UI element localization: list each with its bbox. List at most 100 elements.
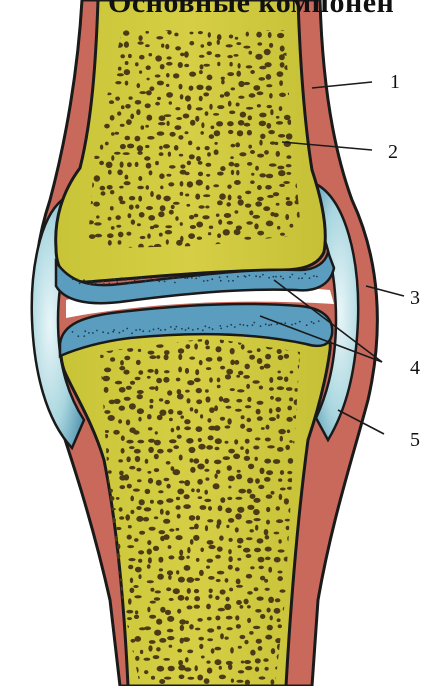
bone-pore xyxy=(257,104,261,107)
bone-pore xyxy=(130,510,134,514)
bone-pore xyxy=(159,173,164,179)
bone-pore xyxy=(187,577,195,583)
bone-pore xyxy=(218,608,225,612)
bone-pore xyxy=(167,390,172,395)
bone-pore xyxy=(228,101,232,107)
bone-pore xyxy=(266,123,271,129)
bone-pore xyxy=(146,90,152,95)
bone-pore xyxy=(128,598,132,604)
cartilage-dot xyxy=(245,276,247,278)
bone-pore xyxy=(226,369,233,375)
bone-pore xyxy=(200,131,204,135)
bone-pore xyxy=(266,507,270,512)
bone-pore xyxy=(194,378,201,382)
bone-pore xyxy=(189,41,194,45)
bone-pore xyxy=(180,222,183,226)
bone-pore xyxy=(265,635,272,640)
bone-pore xyxy=(247,591,253,595)
bone-pore xyxy=(249,210,253,215)
bone-pore xyxy=(264,579,268,583)
bone-pore xyxy=(138,417,141,422)
cartilage-dot xyxy=(92,332,94,334)
bone-pore xyxy=(203,64,210,67)
bone-pore xyxy=(101,667,104,671)
bone-pore xyxy=(126,610,133,614)
bone-pore xyxy=(250,180,255,184)
bone-pore xyxy=(183,114,190,119)
bone-pore xyxy=(245,364,250,370)
bone-pore xyxy=(277,376,283,380)
bone-pore xyxy=(189,357,195,360)
bone-pore xyxy=(247,130,252,136)
bone-pore xyxy=(137,440,144,444)
bone-pore xyxy=(247,162,252,166)
bone-pore xyxy=(135,62,139,66)
bone-pore xyxy=(273,192,279,196)
bone-pore xyxy=(146,206,153,210)
bone-pore xyxy=(154,630,161,636)
bone-pore xyxy=(115,81,121,84)
bone-pore xyxy=(130,578,133,584)
bone-pore xyxy=(156,647,161,651)
bone-pore xyxy=(148,351,155,355)
bone-pore xyxy=(102,376,110,382)
bone-pore xyxy=(267,445,275,448)
bone-pore xyxy=(236,71,241,77)
cartilage-dot xyxy=(107,332,109,334)
bone-pore xyxy=(150,601,156,604)
bone-pore xyxy=(277,349,282,354)
cartilage-dot xyxy=(195,278,197,280)
bone-pore xyxy=(267,195,274,198)
bone-pore xyxy=(184,494,190,499)
bone-pore xyxy=(188,233,195,239)
bone-pore xyxy=(127,535,132,540)
bone-pore xyxy=(217,233,221,238)
bone-pore xyxy=(175,46,181,50)
bone-pore xyxy=(150,588,154,592)
bone-pore xyxy=(145,44,150,47)
bone-pore xyxy=(257,185,262,190)
bone-pore xyxy=(163,534,169,540)
bone-pore xyxy=(189,515,195,521)
bone-pore xyxy=(257,42,262,46)
bone-pore xyxy=(278,539,281,543)
label-4: 4 xyxy=(410,358,420,378)
bone-pore xyxy=(187,650,193,654)
bone-pore xyxy=(115,381,122,385)
bone-pore xyxy=(286,133,293,139)
bone-pore xyxy=(144,507,152,511)
bone-pore xyxy=(189,154,195,159)
bone-pore xyxy=(248,464,254,470)
bone-pore xyxy=(129,205,134,210)
cartilage-dot xyxy=(166,279,168,281)
bone-pore xyxy=(169,645,173,648)
bone-pore xyxy=(278,429,286,434)
bone-pore xyxy=(207,152,211,156)
bone-pore xyxy=(269,93,273,99)
bone-pore xyxy=(127,144,134,149)
cartilage-dot xyxy=(178,277,180,279)
bone-pore xyxy=(120,360,124,366)
bone-pore xyxy=(108,415,115,421)
bone-pore xyxy=(201,122,204,128)
bone-pore xyxy=(170,132,176,137)
bone-pore xyxy=(209,104,212,110)
bone-pore xyxy=(120,144,126,149)
bone-pore xyxy=(104,614,109,618)
cartilage-dot xyxy=(199,275,201,277)
cartilage-dot xyxy=(160,329,162,331)
cartilage-dot xyxy=(150,278,152,280)
bone-pore xyxy=(240,635,246,639)
bone-pore xyxy=(196,156,201,161)
bone-pore xyxy=(129,196,135,200)
cartilage-dot xyxy=(112,331,114,333)
bone-pore xyxy=(196,558,200,562)
label-5: 5 xyxy=(410,430,420,450)
bone-pore xyxy=(255,201,262,206)
bone-pore xyxy=(137,394,143,399)
bone-pore xyxy=(257,401,264,405)
cartilage-dot xyxy=(289,276,291,278)
bone-pore xyxy=(230,647,234,653)
bone-pore xyxy=(177,649,182,653)
